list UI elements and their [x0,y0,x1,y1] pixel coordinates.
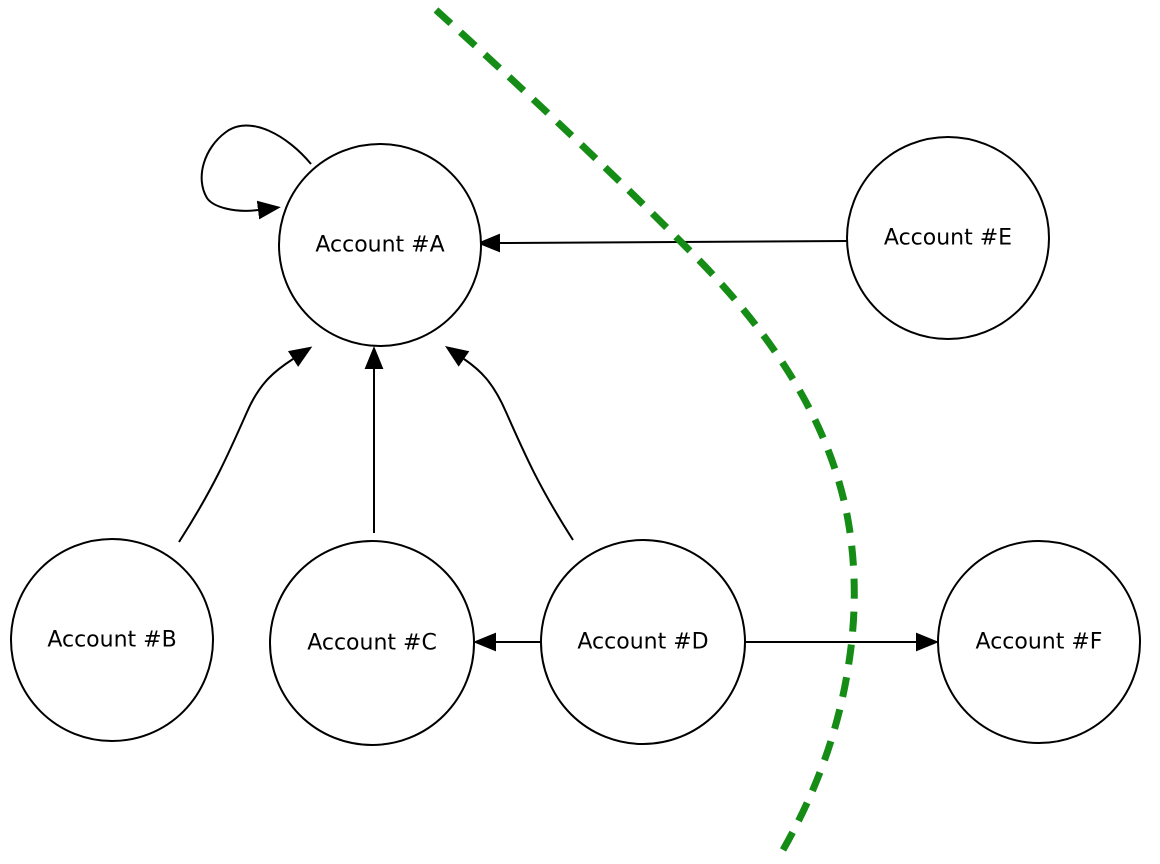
node-circle-e [846,136,1050,340]
edges-layer [178,124,939,652]
node-label-d: Account #D [577,630,708,655]
node-account-c: Account #C [269,540,475,746]
node-account-d: Account #D [540,539,746,745]
node-circle-b [10,538,214,742]
node-label-c: Account #C [307,631,437,656]
edge-d-to-a [445,345,574,541]
nodes-layer: Account #A Account #E Account #B Account #C… [10,136,1141,746]
node-label-b: Account #B [47,628,176,653]
edge-b-to-a [178,346,313,543]
node-circle-d [540,539,746,745]
node-account-f: Account #F [937,540,1141,744]
edge-a-self-loop [200,124,312,220]
node-account-e: Account #E [846,136,1050,340]
node-circle-a [278,143,482,347]
node-circle-f [937,540,1141,744]
node-account-b: Account #B [10,538,214,742]
node-account-a: Account #A [278,143,482,347]
node-label-f: Account #F [976,630,1103,655]
node-label-a: Account #A [315,233,444,258]
edge-e-to-a [477,233,848,253]
node-circle-c [269,540,475,746]
node-label-e: Account #E [884,226,1012,251]
partition-boundary-curve [433,7,858,859]
boundary-layer [433,7,858,859]
